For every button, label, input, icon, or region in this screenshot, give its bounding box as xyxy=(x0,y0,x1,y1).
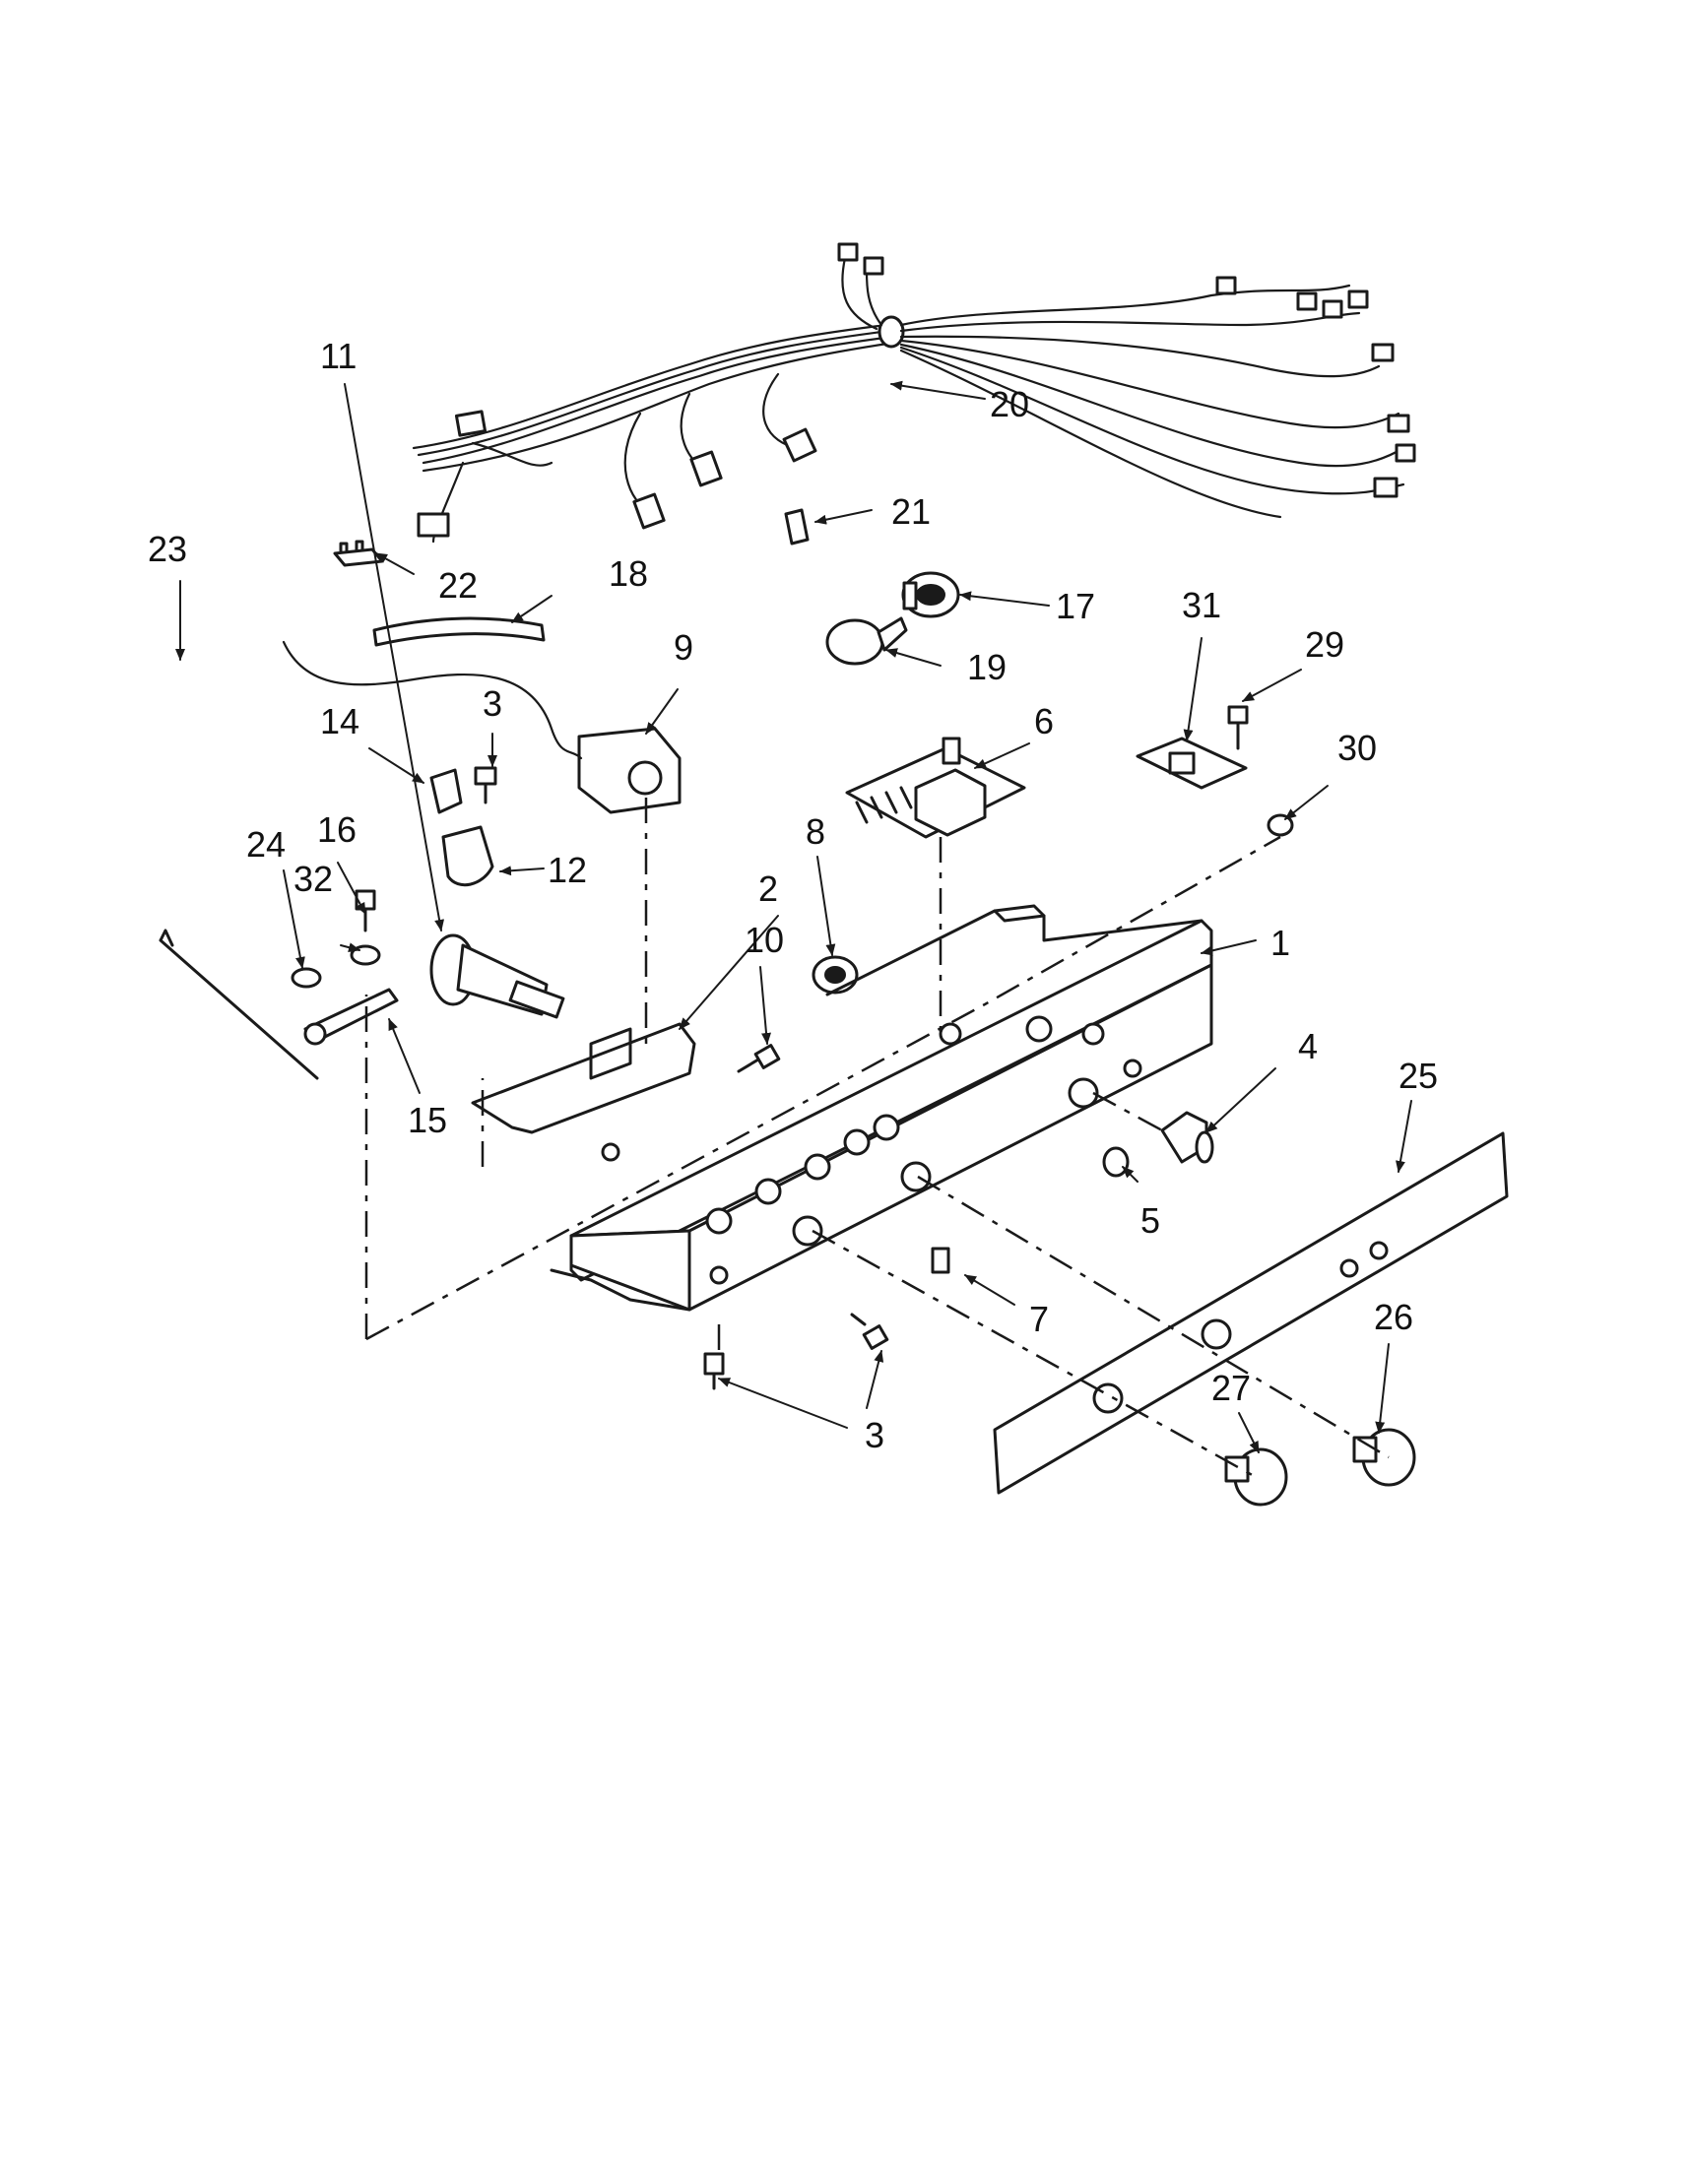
callout-3-upper: 3 xyxy=(483,683,502,724)
callout-14: 14 xyxy=(320,701,359,741)
callout-17: 17 xyxy=(1056,586,1095,626)
part-8-bumper xyxy=(812,955,859,995)
part-2-bracket xyxy=(471,1022,696,1134)
callout-29: 29 xyxy=(1305,624,1344,665)
part-27-knob xyxy=(1224,1447,1288,1507)
callout-20: 20 xyxy=(990,384,1029,424)
callout-26: 26 xyxy=(1374,1297,1413,1337)
callout-arrows xyxy=(175,380,1412,1453)
callout-31: 31 xyxy=(1182,585,1221,625)
part-7-screw xyxy=(931,1247,950,1274)
callout-9: 9 xyxy=(674,627,693,668)
part-19-bulb xyxy=(825,616,908,666)
part-16-screw xyxy=(355,889,376,932)
part-14-bracket xyxy=(429,768,463,814)
part-24-washer xyxy=(291,967,322,989)
callout-19: 19 xyxy=(967,647,1007,687)
alignment-line-knob-26 xyxy=(917,1175,1390,1459)
callout-23: 23 xyxy=(148,529,187,569)
part-3-screw-upper xyxy=(474,766,497,804)
part-3-screw-lower-b xyxy=(850,1313,889,1350)
callout-labels: 1 2 3 3 4 5 6 7 8 9 10 11 12 14 15 16 17… xyxy=(148,336,1438,1455)
part-12-clamp xyxy=(441,825,494,887)
part-11-control xyxy=(429,933,565,1019)
part-1-housing xyxy=(550,904,1213,1312)
part-17-lamp-socket xyxy=(901,571,960,618)
callout-5: 5 xyxy=(1140,1200,1160,1241)
part-31-board xyxy=(1136,737,1248,790)
callout-25: 25 xyxy=(1398,1056,1438,1096)
callout-24: 24 xyxy=(246,824,286,865)
part-23-rod xyxy=(159,929,319,1080)
alignment-line-switch xyxy=(1092,1091,1163,1132)
alignment-line-main xyxy=(364,835,1281,1341)
part-9-control xyxy=(282,640,682,814)
wire-harness xyxy=(412,242,1416,544)
callout-8: 8 xyxy=(806,811,825,852)
part-10-screw xyxy=(737,1044,781,1073)
callout-16: 16 xyxy=(317,809,357,850)
part-25-panel xyxy=(993,1131,1509,1495)
part-3-screw-lower-a xyxy=(703,1352,725,1390)
part-29-screw xyxy=(1227,705,1249,750)
part-18-tube xyxy=(372,616,546,647)
part-21-clip xyxy=(784,508,810,546)
callout-1: 1 xyxy=(1270,923,1290,963)
part-22-terminal xyxy=(333,540,384,567)
alignment-line-knob-27 xyxy=(812,1229,1257,1479)
part-6-board xyxy=(845,737,1026,839)
callout-10: 10 xyxy=(745,920,784,960)
callout-30: 30 xyxy=(1337,728,1377,768)
callout-18: 18 xyxy=(609,553,648,594)
callout-22: 22 xyxy=(438,565,478,606)
part-30-spacer xyxy=(1267,813,1294,837)
callout-27: 27 xyxy=(1211,1368,1251,1408)
part-4-switch xyxy=(1160,1111,1214,1164)
callout-7: 7 xyxy=(1029,1299,1049,1339)
callout-15: 15 xyxy=(408,1100,447,1140)
part-5-button xyxy=(1102,1146,1130,1178)
callout-3-lower: 3 xyxy=(865,1415,884,1455)
callout-21: 21 xyxy=(891,491,931,532)
callout-32: 32 xyxy=(293,859,333,899)
callout-4: 4 xyxy=(1298,1026,1318,1066)
callout-6: 6 xyxy=(1034,701,1054,741)
callout-12: 12 xyxy=(548,850,587,890)
callout-2: 2 xyxy=(758,868,778,909)
callout-11: 11 xyxy=(320,336,357,376)
part-26-knob xyxy=(1352,1428,1416,1487)
